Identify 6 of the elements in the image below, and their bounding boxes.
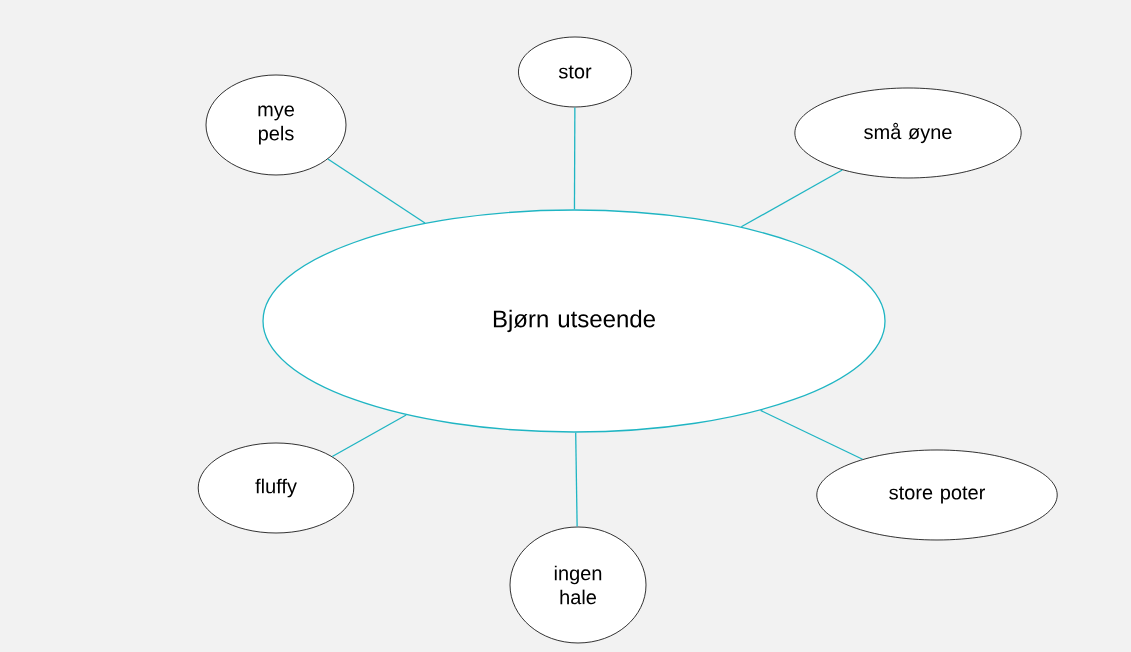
connector-line bbox=[759, 409, 864, 460]
connector-line bbox=[573, 106, 576, 210]
connector-line bbox=[575, 432, 578, 528]
connector-line bbox=[331, 414, 407, 458]
connector-line bbox=[327, 158, 426, 224]
connector-line bbox=[740, 169, 843, 228]
